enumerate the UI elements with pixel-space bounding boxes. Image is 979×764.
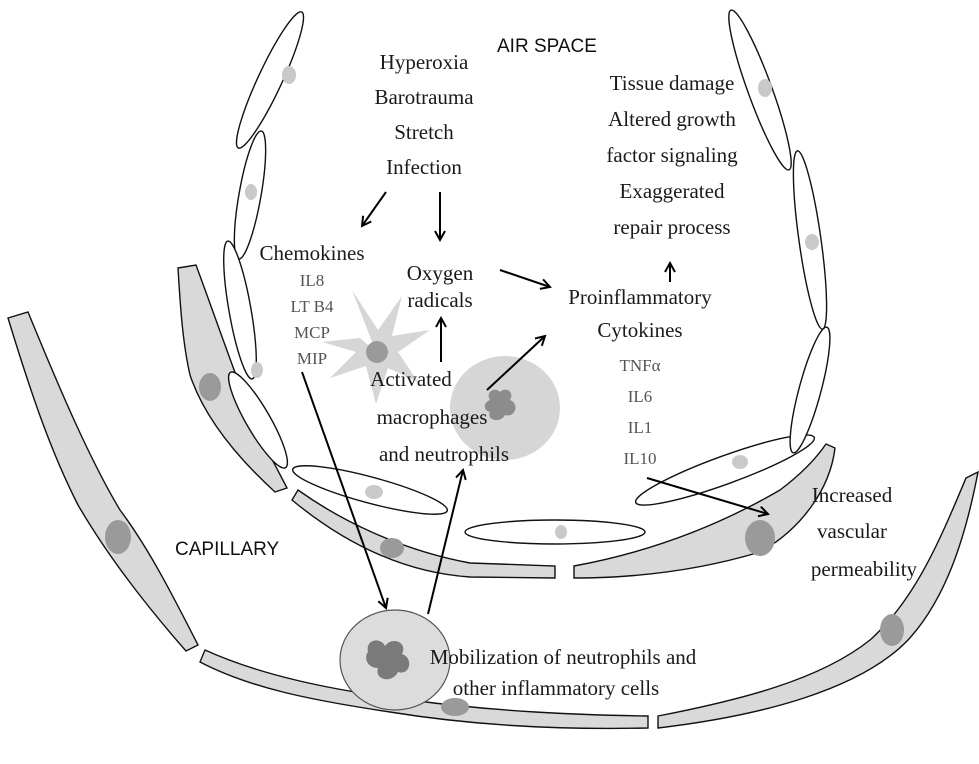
arrow-oxygen-to-cytokines (500, 270, 550, 287)
chemokine-ltb4: LT B4 (291, 297, 334, 316)
outcome-line-1: Tissue damage (610, 71, 735, 95)
chemokines-title: Chemokines (260, 241, 365, 265)
trigger-stretch: Stretch (394, 120, 454, 144)
capillary-label: CAPILLARY (175, 539, 280, 560)
chemokine-il8: IL8 (300, 271, 325, 290)
nucleus-alv-3 (251, 362, 263, 378)
trigger-barotrauma: Barotrauma (374, 85, 474, 109)
cytokine-il10: IL10 (623, 449, 656, 468)
air-space-label: AIR SPACE (497, 36, 597, 57)
triggers: Hyperoxia Barotrauma Stretch Infection (374, 50, 474, 179)
nucleus-alv-8 (732, 455, 748, 469)
mobilization: Mobilization of neutrophils and other in… (430, 645, 697, 700)
oxygen-radicals-line-2: radicals (407, 288, 472, 312)
outcome-line-2: Altered growth (608, 107, 736, 131)
cytokines: Proinflammatory Cytokines TNFα IL6 IL1 I… (568, 285, 712, 468)
arrow-mobilization-to-activated (428, 470, 463, 614)
nucleus-right-outer (880, 614, 904, 646)
vascular-line-1: Increased (812, 483, 893, 507)
nucleus-alv-2 (245, 184, 257, 200)
activated-line-3: and neutrophils (379, 442, 509, 466)
alveolar-cell-top-left (227, 7, 312, 153)
activated-line-2: macrophages (377, 405, 488, 429)
outcome-line-4: Exaggerated (620, 179, 725, 203)
oxygen-radicals-line-1: Oxygen (407, 261, 474, 285)
endothelial-cell-right-outer (658, 472, 978, 728)
macrophage-nucleus (366, 341, 388, 363)
chemokine-mip: MIP (297, 349, 327, 368)
nucleus-alv-7 (805, 234, 819, 250)
vascular-line-2: vascular (817, 519, 887, 543)
mobilization-line-2: other inflammatory cells (453, 676, 659, 700)
cytokine-tnfa: TNFα (619, 356, 660, 375)
vascular-line-3: permeability (811, 557, 918, 581)
endothelial-cell-left-outer (8, 312, 198, 651)
nucleus-bottom-outer (441, 698, 469, 716)
cytokines-title-line-2: Cytokines (597, 318, 682, 342)
nucleus-right-inner (745, 520, 775, 556)
outcomes: Tissue damage Altered growth factor sign… (606, 71, 738, 239)
nucleus-left-outer (105, 520, 131, 554)
mobilization-line-1: Mobilization of neutrophils and (430, 645, 697, 669)
oxygen-radicals: Oxygen radicals (407, 261, 474, 312)
chemokine-mcp: MCP (294, 323, 330, 342)
activated-line-1: Activated (370, 367, 452, 391)
nucleus-left-inner (199, 373, 221, 401)
outcome-line-5: repair process (613, 215, 730, 239)
trigger-hyperoxia: Hyperoxia (380, 50, 469, 74)
nucleus-bottom-inner (380, 538, 404, 558)
cytokine-il6: IL6 (628, 387, 653, 406)
cytokines-title-line-1: Proinflammatory (568, 285, 712, 309)
nucleus-alv-4 (365, 485, 383, 499)
cytokine-il1: IL1 (628, 418, 653, 437)
arrow-infection-to-chemokines (362, 192, 386, 226)
nucleus-alv-1 (282, 66, 296, 84)
nucleus-alv-6 (758, 79, 772, 97)
nucleus-alv-5 (555, 525, 567, 539)
outcome-line-3: factor signaling (606, 143, 738, 167)
vascular-permeability: Increased vascular permeability (811, 483, 918, 581)
trigger-infection: Infection (386, 155, 462, 179)
